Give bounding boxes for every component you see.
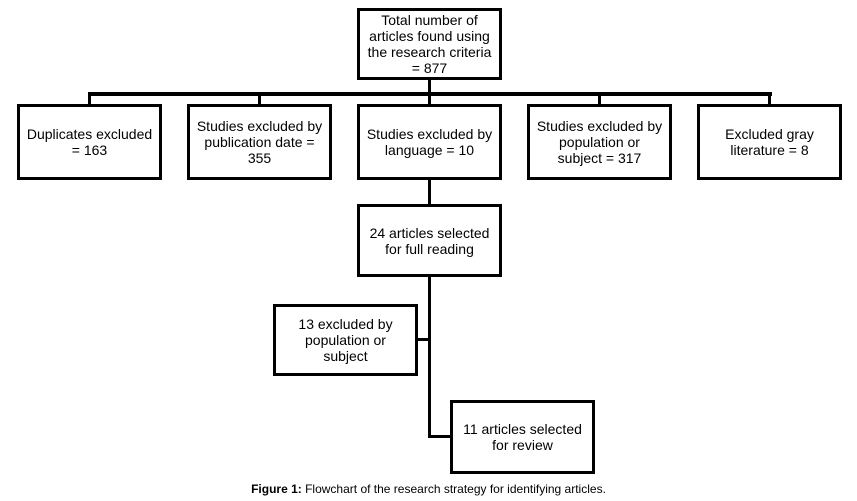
full-reading-box: 24 articles selected for full reading bbox=[357, 204, 502, 277]
exclusion-box-gray-literature: Excluded gray literature = 8 bbox=[697, 104, 842, 180]
caption-text: Flowchart of the research strategy for i… bbox=[301, 482, 606, 496]
connector-drop-3 bbox=[428, 92, 431, 105]
exclusion-box-language: Studies excluded by language = 10 bbox=[357, 104, 502, 180]
final-selection-box: 11 articles selected for review bbox=[450, 400, 595, 474]
figure-caption: Figure 1: Flowchart of the research stra… bbox=[0, 482, 857, 496]
connector-reading-down bbox=[428, 275, 431, 438]
exclusion-box-population-subject: Studies excluded by population or subjec… bbox=[527, 104, 672, 180]
connector-drop-2 bbox=[258, 92, 261, 105]
root-box: Total number of articles found using the… bbox=[357, 8, 502, 80]
caption-label: Figure 1: bbox=[251, 482, 302, 496]
connector-to-final bbox=[428, 435, 452, 438]
excluded-subject-box: 13 excluded by population or subject bbox=[273, 304, 418, 376]
connector-to-excluded-subject bbox=[417, 338, 431, 341]
exclusion-box-publication-date: Studies excluded by publication date = 3… bbox=[187, 104, 332, 180]
connector-drop-1 bbox=[88, 92, 91, 105]
connector-drop-5 bbox=[768, 92, 771, 105]
connector-language-to-reading bbox=[428, 178, 431, 206]
connector-root-down bbox=[428, 78, 431, 94]
exclusion-box-duplicates: Duplicates excluded = 163 bbox=[17, 104, 162, 180]
connector-drop-4 bbox=[598, 92, 601, 105]
